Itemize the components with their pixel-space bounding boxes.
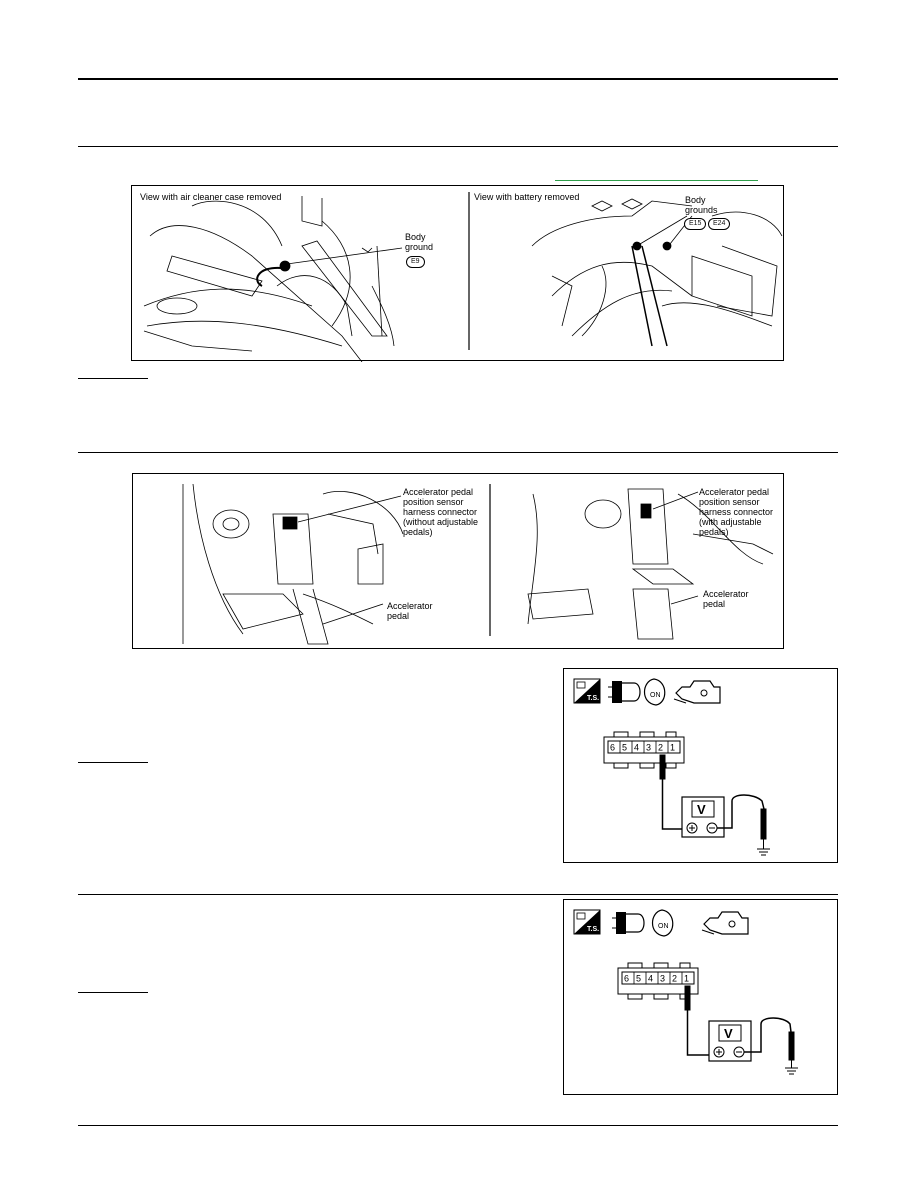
voltage-check-figure-2: T.S. ON 6 5 xyxy=(563,899,838,1095)
harness-connector-block: 6 5 4 3 2 1 xyxy=(617,962,699,1000)
test-sequence-icon: T.S. xyxy=(573,909,601,935)
left-view-caption: View with air cleaner case removed xyxy=(140,192,282,202)
engine-icon xyxy=(673,680,721,704)
body-ground-figure: View with air cleaner case removed View … xyxy=(131,185,784,362)
pin-label: 6 xyxy=(610,743,615,753)
ok-ng-underline-3 xyxy=(78,992,148,993)
connector-icon xyxy=(608,681,641,703)
svg-text:V: V xyxy=(724,1026,733,1041)
footer-rule xyxy=(78,1125,838,1126)
accelerator-pedal-figure: Accelerator pedal position sensor harnes… xyxy=(132,473,784,649)
left-pedal-label: Accelerator pedal xyxy=(387,601,433,621)
svg-text:ON: ON xyxy=(658,923,669,930)
svg-text:T.S.: T.S. xyxy=(587,926,599,933)
pin-label: 5 xyxy=(622,743,627,753)
pin-label: 1 xyxy=(670,743,675,753)
voltage-check-diagram-1: T.S. ON xyxy=(573,678,770,856)
test-sequence-icon: T.S. xyxy=(573,678,601,704)
svg-text:ON: ON xyxy=(650,692,661,699)
pin-label: 3 xyxy=(646,743,651,753)
engine-icon xyxy=(701,911,749,935)
body-grounds-label: Body grounds xyxy=(685,195,718,215)
engine-room-illustration xyxy=(143,192,783,362)
pin-label: 2 xyxy=(672,974,677,984)
right-pedal-label: Accelerator pedal xyxy=(703,589,749,609)
section-rule-1 xyxy=(78,146,838,147)
pin-label: 1 xyxy=(684,974,689,984)
voltage-check-diagram-2: T.S. ON 6 5 xyxy=(573,909,798,1075)
body-ground-label: Body ground xyxy=(405,232,434,252)
right-view-caption: View with battery removed xyxy=(474,192,580,202)
connector-icon xyxy=(612,912,645,934)
pin-label: 2 xyxy=(658,743,663,753)
pin-label: 5 xyxy=(636,974,641,984)
voltmeter: V xyxy=(659,754,770,856)
pin-label: 4 xyxy=(648,974,653,984)
voltage-check-figure-1: T.S. ON xyxy=(563,668,838,863)
body-grounds-code-badge-1: E15 xyxy=(684,218,707,230)
ok-ng-underline-1 xyxy=(78,378,148,379)
ignition-key-icon: ON xyxy=(643,678,666,706)
left-connector-label: Accelerator pedal position sensor harnes… xyxy=(403,487,479,537)
ignition-key-icon: ON xyxy=(651,909,674,937)
header-rule xyxy=(78,78,838,80)
voltmeter: V xyxy=(684,985,798,1075)
harness-connector-block: 6 5 4 3 2 1 xyxy=(603,731,685,769)
pin-label: 6 xyxy=(624,974,629,984)
pedal-illustration xyxy=(182,483,774,645)
pin-label: 4 xyxy=(634,743,639,753)
body-ground-code-badge: E9 xyxy=(406,256,425,268)
ok-ng-underline-2 xyxy=(78,762,148,763)
pin-label: 3 xyxy=(660,974,665,984)
section-rule-3 xyxy=(78,894,838,895)
body-grounds-code-badge-2: E24 xyxy=(708,218,731,230)
section-rule-2 xyxy=(78,452,838,453)
svg-text:T.S.: T.S. xyxy=(587,695,599,702)
reference-link-underline[interactable] xyxy=(555,180,758,181)
svg-text:V: V xyxy=(697,802,706,817)
right-connector-label: Accelerator pedal position sensor harnes… xyxy=(699,487,774,537)
